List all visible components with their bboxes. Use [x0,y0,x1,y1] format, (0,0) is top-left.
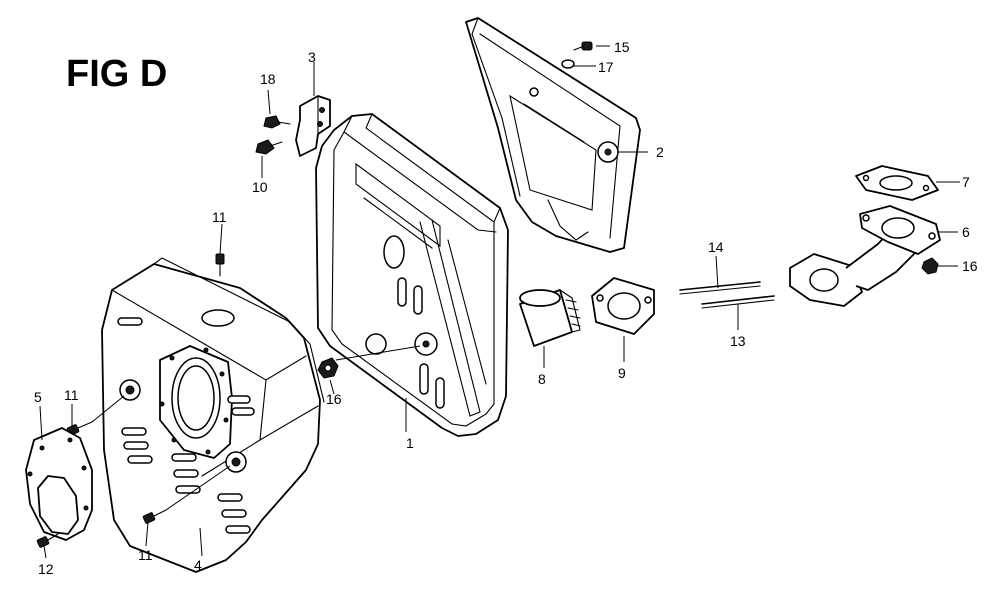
callout-labels: 1 2 3 4 5 6 7 8 9 10 11 11 11 12 13 14 1… [34,39,978,577]
leader-lines [39,45,960,559]
callout-2: 2 [656,144,664,160]
part-10-bolt [255,139,283,155]
callout-16-right: 16 [962,258,978,274]
callout-1: 1 [406,435,414,451]
part-7-exhaust-gasket [855,165,939,201]
callout-3: 3 [308,49,316,65]
callout-15: 15 [614,39,630,55]
callout-17: 17 [598,59,614,75]
callout-13: 13 [730,333,746,349]
part-18-bolt [263,115,291,129]
callout-11-low: 11 [138,547,153,563]
part-16-nut-left [317,357,339,379]
part-11-screw-low [142,509,167,524]
callout-7: 7 [962,174,970,190]
callout-5: 5 [34,389,42,405]
part-9-gasket [591,277,655,335]
part-12-screw [36,533,59,548]
callout-6: 6 [962,224,970,240]
part-8-arrester-screen [519,289,581,347]
callout-16-left: 16 [326,391,342,407]
callout-4: 4 [194,557,202,573]
callout-9: 9 [618,365,626,381]
part-16-nut-right [921,257,939,275]
part-15-bolt [573,41,593,51]
part-3-bracket [295,95,331,157]
part-2-deflector-plate [465,17,641,253]
part-6-exhaust-pipe [789,205,941,307]
part-5-arrester-cover [25,427,93,541]
part-1-muffler-body [315,113,509,437]
callout-11-top: 11 [212,209,227,225]
figure-title: FIG D [66,53,167,95]
callout-12: 12 [38,561,54,577]
part-4-muffler-protector [101,257,325,573]
callout-18: 18 [260,71,276,87]
callout-8: 8 [538,371,546,387]
part-11-screw-top [215,253,225,277]
callout-11-mid: 11 [64,387,79,403]
callout-10: 10 [252,179,268,195]
part-17-washer [561,59,575,69]
part-14-stud [679,281,761,295]
callout-14: 14 [708,239,724,255]
